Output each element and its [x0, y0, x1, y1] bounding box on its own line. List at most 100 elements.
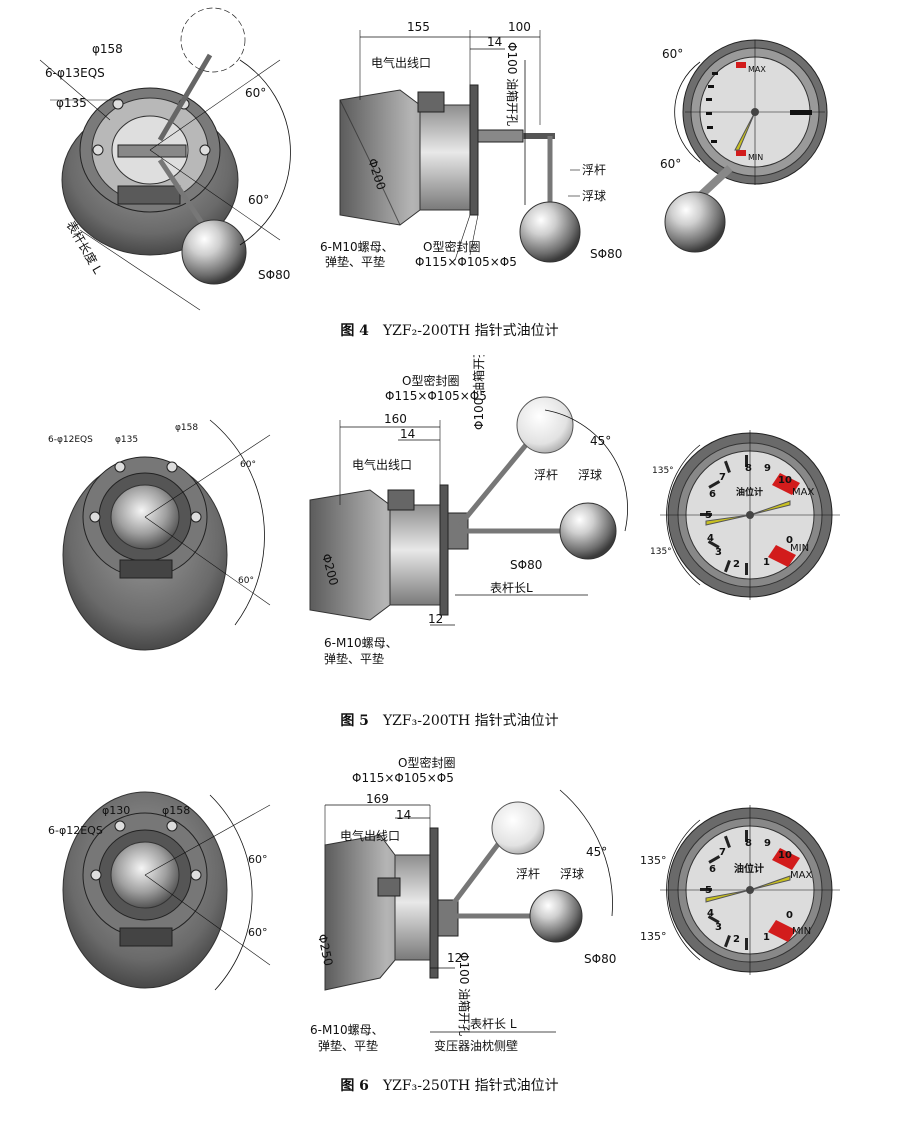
dial-tick-5: 5	[705, 510, 712, 521]
label-dim12: 12	[428, 612, 443, 626]
dial-tick-9: 9	[764, 838, 771, 849]
dial-tick-6: 6	[709, 864, 716, 875]
label-outlet: 电气出线口	[352, 457, 412, 472]
label-tank-hole: Φ100 油箱开孔	[471, 355, 486, 430]
dial-right	[660, 805, 840, 975]
label-washers: 弹垫、平垫	[324, 651, 384, 666]
label-d158: φ158	[162, 804, 190, 817]
label-nuts: 6-M10螺母、	[320, 240, 394, 254]
dial-angle-bot: 60°	[660, 157, 681, 171]
figure-4: φ158 6-φ13EQS φ135 60° 60° 表杆长度 L SΦ80	[0, 0, 899, 345]
dial-tick-8: 8	[745, 463, 752, 474]
dial-tick-9: 9	[764, 463, 771, 474]
label-dim14: 14	[487, 35, 502, 49]
label-dim14: 14	[396, 808, 411, 822]
dial-angle-top: 135°	[640, 854, 667, 867]
dial-angle-bot: 135°	[650, 547, 672, 557]
dial-max: MAX	[792, 487, 814, 498]
caption-text: YZF₃-200TH 指针式油位计	[382, 713, 559, 729]
dial-tick-3: 3	[715, 922, 722, 933]
caption-text: YZF₂-200TH 指针式油位计	[382, 323, 559, 339]
label-dim169: 169	[366, 792, 389, 806]
side-view-middle	[324, 789, 613, 1033]
label-holes: 6-φ12EQS	[48, 824, 103, 837]
label-ball: SΦ80	[584, 952, 616, 966]
label-rod-length: 表杆长L	[490, 581, 533, 595]
figure-6-drawing: 6-φ12EQS φ130 φ158 60° 60° O型密封圈 Φ115×Φ1…	[48, 755, 840, 1053]
label-oring: O型密封圈	[402, 373, 459, 388]
label-tank-hole: Φ100 油箱开孔	[457, 952, 472, 1036]
label-d158: φ158	[175, 423, 198, 433]
label-float-rod: 浮杆	[534, 468, 558, 482]
label-diameter: Φ250	[315, 933, 335, 968]
label-oring-size: Φ115×Φ105×Φ5	[385, 389, 487, 403]
label-angle: 45°	[590, 434, 611, 448]
dial-tick-4: 4	[707, 908, 714, 919]
label-holes: 6-φ13EQS	[45, 66, 105, 80]
label-dim160: 160	[384, 412, 407, 426]
front-view-left	[62, 419, 271, 651]
dial-tick-6: 6	[709, 489, 716, 500]
label-outlet: 电气出线口	[371, 55, 431, 70]
caption-figure-5: 图 5 YZF₃-200TH 指针式油位计	[0, 710, 899, 730]
label-ball-side: SΦ80	[590, 247, 622, 261]
label-dim14: 14	[400, 427, 415, 441]
dial-right	[660, 430, 840, 600]
label-float-ball: 浮球	[582, 189, 606, 203]
caption-num: 图 4	[340, 323, 369, 339]
label-washers: 弹垫、平垫	[325, 254, 385, 269]
dial-tick-4: 4	[707, 533, 714, 544]
figure-6: 6-φ12EQS φ130 φ158 60° 60° O型密封圈 Φ115×Φ1…	[0, 750, 899, 1128]
front-view-left	[62, 791, 271, 991]
dial-max: MAX	[748, 65, 766, 74]
dial-title: 油位计	[736, 486, 763, 498]
label-oring: O型密封圈	[398, 755, 455, 770]
label-oring: O型密封圈	[423, 239, 480, 254]
dial-max: MAX	[790, 870, 812, 881]
label-dim12: 12	[447, 951, 462, 965]
caption-num: 图 5	[340, 713, 369, 729]
figure-4-drawing: φ158 6-φ13EQS φ135 60° 60° 表杆长度 L SΦ80	[39, 7, 828, 311]
label-angle-top: 60°	[240, 460, 256, 470]
label-angle-bot: 60°	[248, 926, 268, 939]
label-rod-length: 表杆长 L	[470, 1017, 517, 1031]
side-view-middle	[309, 396, 628, 626]
label-tank-hole: Φ100 油箱开孔	[505, 42, 520, 126]
label-outlet: 电气出线口	[340, 828, 400, 843]
caption-text: YZF₃-250TH 指针式油位计	[382, 1078, 559, 1094]
dial-tick-0: 0	[786, 910, 793, 921]
label-nuts: 6-M10螺母、	[324, 636, 398, 650]
label-dim155: 155	[407, 20, 430, 34]
front-view-left	[39, 7, 291, 311]
caption-num: 图 6	[340, 1078, 369, 1094]
label-float-ball: 浮球	[560, 867, 584, 881]
label-angle-bot: 60°	[238, 576, 254, 586]
label-angle-top: 60°	[245, 86, 266, 100]
label-d130: φ130	[102, 804, 130, 817]
label-d135: φ135	[115, 435, 138, 445]
label-float-rod: 浮杆	[582, 163, 606, 177]
dial-tick-3: 3	[715, 547, 722, 558]
dial-tick-5: 5	[705, 885, 712, 896]
label-ball: SΦ80	[510, 558, 542, 572]
dial-angle-top: 135°	[652, 466, 674, 476]
label-washers: 弹垫、平垫	[318, 1038, 378, 1053]
dial-tick-10: 10	[778, 850, 792, 861]
dial-angle-bot: 135°	[640, 930, 667, 943]
label-wall: 变压器油枕侧壁	[434, 1038, 518, 1053]
label-dim100: 100	[508, 20, 531, 34]
label-oring-size: Φ115×Φ105×Φ5	[352, 771, 454, 785]
dial-tick-0: 0	[786, 535, 793, 546]
label-d135: φ135	[56, 96, 87, 110]
dial-tick-2: 2	[733, 559, 740, 570]
figure-5: 6-φ12EQS φ135 φ158 60° 60° O型密封圈 Φ115×Φ1…	[0, 355, 899, 740]
dial-right	[664, 39, 828, 253]
dial-tick-7: 7	[719, 472, 726, 483]
dial-angle-top: 60°	[662, 47, 683, 61]
label-angle: 45°	[586, 845, 607, 859]
label-oring-size: Φ115×Φ105×Φ5	[415, 255, 517, 269]
side-view-middle	[339, 30, 581, 263]
dial-tick-2: 2	[733, 934, 740, 945]
dial-min: MIN	[790, 543, 809, 554]
dial-tick-7: 7	[719, 847, 726, 858]
